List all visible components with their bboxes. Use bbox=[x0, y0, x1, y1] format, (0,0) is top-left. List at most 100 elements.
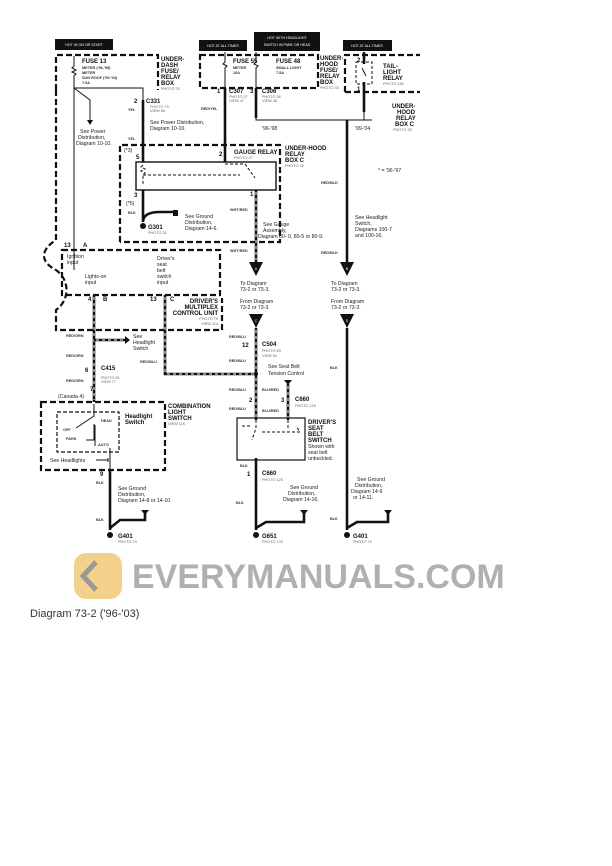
switch-desc: unbuckled. bbox=[308, 456, 333, 462]
note-headlight-switch: and 100-16. bbox=[355, 233, 383, 239]
year-label: '99-'04 bbox=[355, 126, 370, 132]
wire-color: RED/BLK bbox=[321, 181, 338, 185]
pin-label: 2 bbox=[249, 398, 253, 404]
fuse-48-label: FUSE 48 bbox=[276, 59, 301, 65]
watermark-text: EVERYMANUALS.COM bbox=[132, 558, 505, 596]
note-power-dist: Distribution, bbox=[78, 135, 105, 141]
note-canada: (Canada 4) bbox=[58, 394, 84, 400]
photo-ref: VIEW 114 bbox=[201, 322, 218, 326]
note-headlight-switch: Switch, bbox=[355, 221, 372, 227]
pin-label: A bbox=[83, 243, 88, 249]
pin-label: 1 bbox=[217, 89, 221, 95]
photo-ref: PHOTO 31 bbox=[148, 231, 167, 235]
input-label: Lights-on bbox=[85, 274, 106, 280]
wire-color: BLK bbox=[128, 211, 136, 215]
note-ground: See Ground bbox=[290, 485, 318, 491]
header-hot-on-start: HOT IN ON OR START bbox=[65, 43, 103, 47]
photo-ref: PHOTO 79 bbox=[353, 540, 372, 544]
note-from-diagram: From Diagram bbox=[331, 299, 364, 305]
note-seat-belt-tension: Tension Control bbox=[268, 371, 304, 377]
wire-color: RED/BLU bbox=[140, 360, 157, 364]
note-headlight-switch: Diagrams 100-7 bbox=[355, 227, 392, 233]
ground-g401: G401 bbox=[118, 534, 133, 540]
connector-c504: C504 bbox=[262, 342, 277, 348]
photo-ref: PHOTO 81 bbox=[101, 376, 120, 380]
input-label: seat bbox=[157, 262, 167, 268]
switch-label: Headlight bbox=[125, 414, 152, 420]
wire-color: WHT/RED bbox=[230, 249, 248, 253]
switch-title: COMBINATION bbox=[168, 404, 211, 410]
fuse-13-label: FUSE 13 bbox=[82, 59, 107, 65]
pin-label: C bbox=[170, 297, 175, 303]
year-label: '96-'98 bbox=[262, 126, 277, 132]
box-title: UNDER- bbox=[161, 57, 184, 63]
note-ground: Distribution, bbox=[288, 491, 315, 497]
box-title: HOOD bbox=[397, 110, 416, 116]
watermark-logo bbox=[74, 553, 122, 599]
fuse-55-label: FUSE 55 bbox=[233, 59, 258, 65]
wire-color: RED/BLK bbox=[321, 251, 338, 255]
tail-light-relay: 2 1 TAIL- LIGHT RELAY PHOTO 182 UNDER- H… bbox=[343, 52, 420, 132]
fuse-13-line: METER ('96-'98) bbox=[82, 66, 111, 70]
box-title: BOX C bbox=[395, 122, 415, 128]
note-power-dist: See Power Distribution, bbox=[150, 120, 204, 126]
note-ground: Distribution, bbox=[355, 483, 382, 489]
photo-ref: PHOTO 133 bbox=[262, 540, 283, 544]
pin-label: B bbox=[103, 297, 108, 303]
note-ground: Diagram 14-6. bbox=[185, 226, 218, 232]
switch-title: SEAT bbox=[308, 426, 324, 432]
photo-ref: PHOTO 75 bbox=[161, 87, 180, 91]
input-label: input bbox=[67, 260, 79, 266]
box-title: HOOD bbox=[320, 62, 339, 68]
wire-color: RED/GRN bbox=[66, 379, 84, 383]
input-label: belt bbox=[157, 268, 166, 274]
fuse-13-line: 7.5A bbox=[82, 81, 90, 85]
switch-title: SWITCH bbox=[168, 416, 192, 422]
header-hot-all-times: HOT AT ALL TIMES bbox=[207, 44, 239, 48]
note-ground: Diagram 14-16. bbox=[283, 497, 319, 503]
wire-color: RED/BLU bbox=[229, 359, 246, 363]
arrow-c bbox=[249, 314, 263, 328]
photo-ref: VIEW 38 bbox=[262, 99, 277, 103]
unit-title: DRIVER'S bbox=[190, 299, 218, 305]
input-label: input bbox=[85, 280, 97, 286]
wire-color: RED/GRN bbox=[66, 354, 84, 358]
arrow-label: A bbox=[255, 267, 258, 271]
ground-g651: G651 bbox=[262, 534, 277, 540]
note-from-diagram: 73-2 or 73-3. bbox=[240, 305, 270, 311]
pin-label: 3 bbox=[281, 398, 285, 404]
note-ground: See Ground bbox=[118, 486, 146, 492]
photo-ref: VIEW 115 bbox=[168, 422, 185, 426]
wire-color: BLK bbox=[96, 481, 104, 485]
note-ground: or 14-11. bbox=[353, 495, 373, 501]
fuse-13-line: SUN ROOF ('99-'04) bbox=[82, 76, 118, 80]
unit-title: MULTIPLEX bbox=[184, 305, 218, 311]
photo-ref: PHOTO 83 bbox=[262, 349, 281, 353]
pin-label: 13 bbox=[64, 243, 71, 249]
pin-label: 3 bbox=[134, 193, 138, 199]
box-title: UNDER-HOOD bbox=[285, 146, 327, 152]
combination-light-switch: Headlight Switch OFF PARK HEAD AUTO COMB… bbox=[39, 400, 211, 478]
note-headlight-switch: See Headlight bbox=[355, 215, 388, 221]
note-power-dist: See Power bbox=[80, 129, 106, 135]
pin-label: 2 bbox=[134, 99, 138, 105]
photo-ref: PHOTO 79 bbox=[199, 317, 218, 321]
note-to-diagram: 73-2 or 73-3. bbox=[240, 287, 270, 293]
photo-ref: PHOTO 33 bbox=[320, 86, 339, 90]
note-from-diagram: 73-2 or 73-3. bbox=[331, 305, 361, 311]
pin-label: (*5) bbox=[126, 201, 135, 207]
connector-c306: C306 bbox=[262, 89, 277, 95]
note-see-headlight: See bbox=[133, 334, 142, 340]
under-dash-fuse-box: FUSE 13 METER ('96-'98) METER SUN ROOF (… bbox=[42, 53, 224, 332]
relay-title: TAIL- bbox=[383, 64, 398, 70]
wire-color: BLK bbox=[330, 366, 338, 370]
pin-label: 4 bbox=[88, 297, 92, 303]
wire-color: BLU/RED bbox=[262, 388, 279, 392]
power-headers: HOT IN ON OR START HOT AT ALL TIMES HOT … bbox=[55, 32, 392, 51]
input-label: Ignition bbox=[67, 254, 84, 260]
ground-g301: G301 bbox=[148, 225, 163, 231]
drivers-seat-belt-switch: DRIVER'S SEAT BELT SWITCH Shown with sea… bbox=[236, 417, 336, 462]
pin-label: 1 bbox=[247, 472, 251, 478]
pin-label: 2 bbox=[357, 58, 361, 64]
